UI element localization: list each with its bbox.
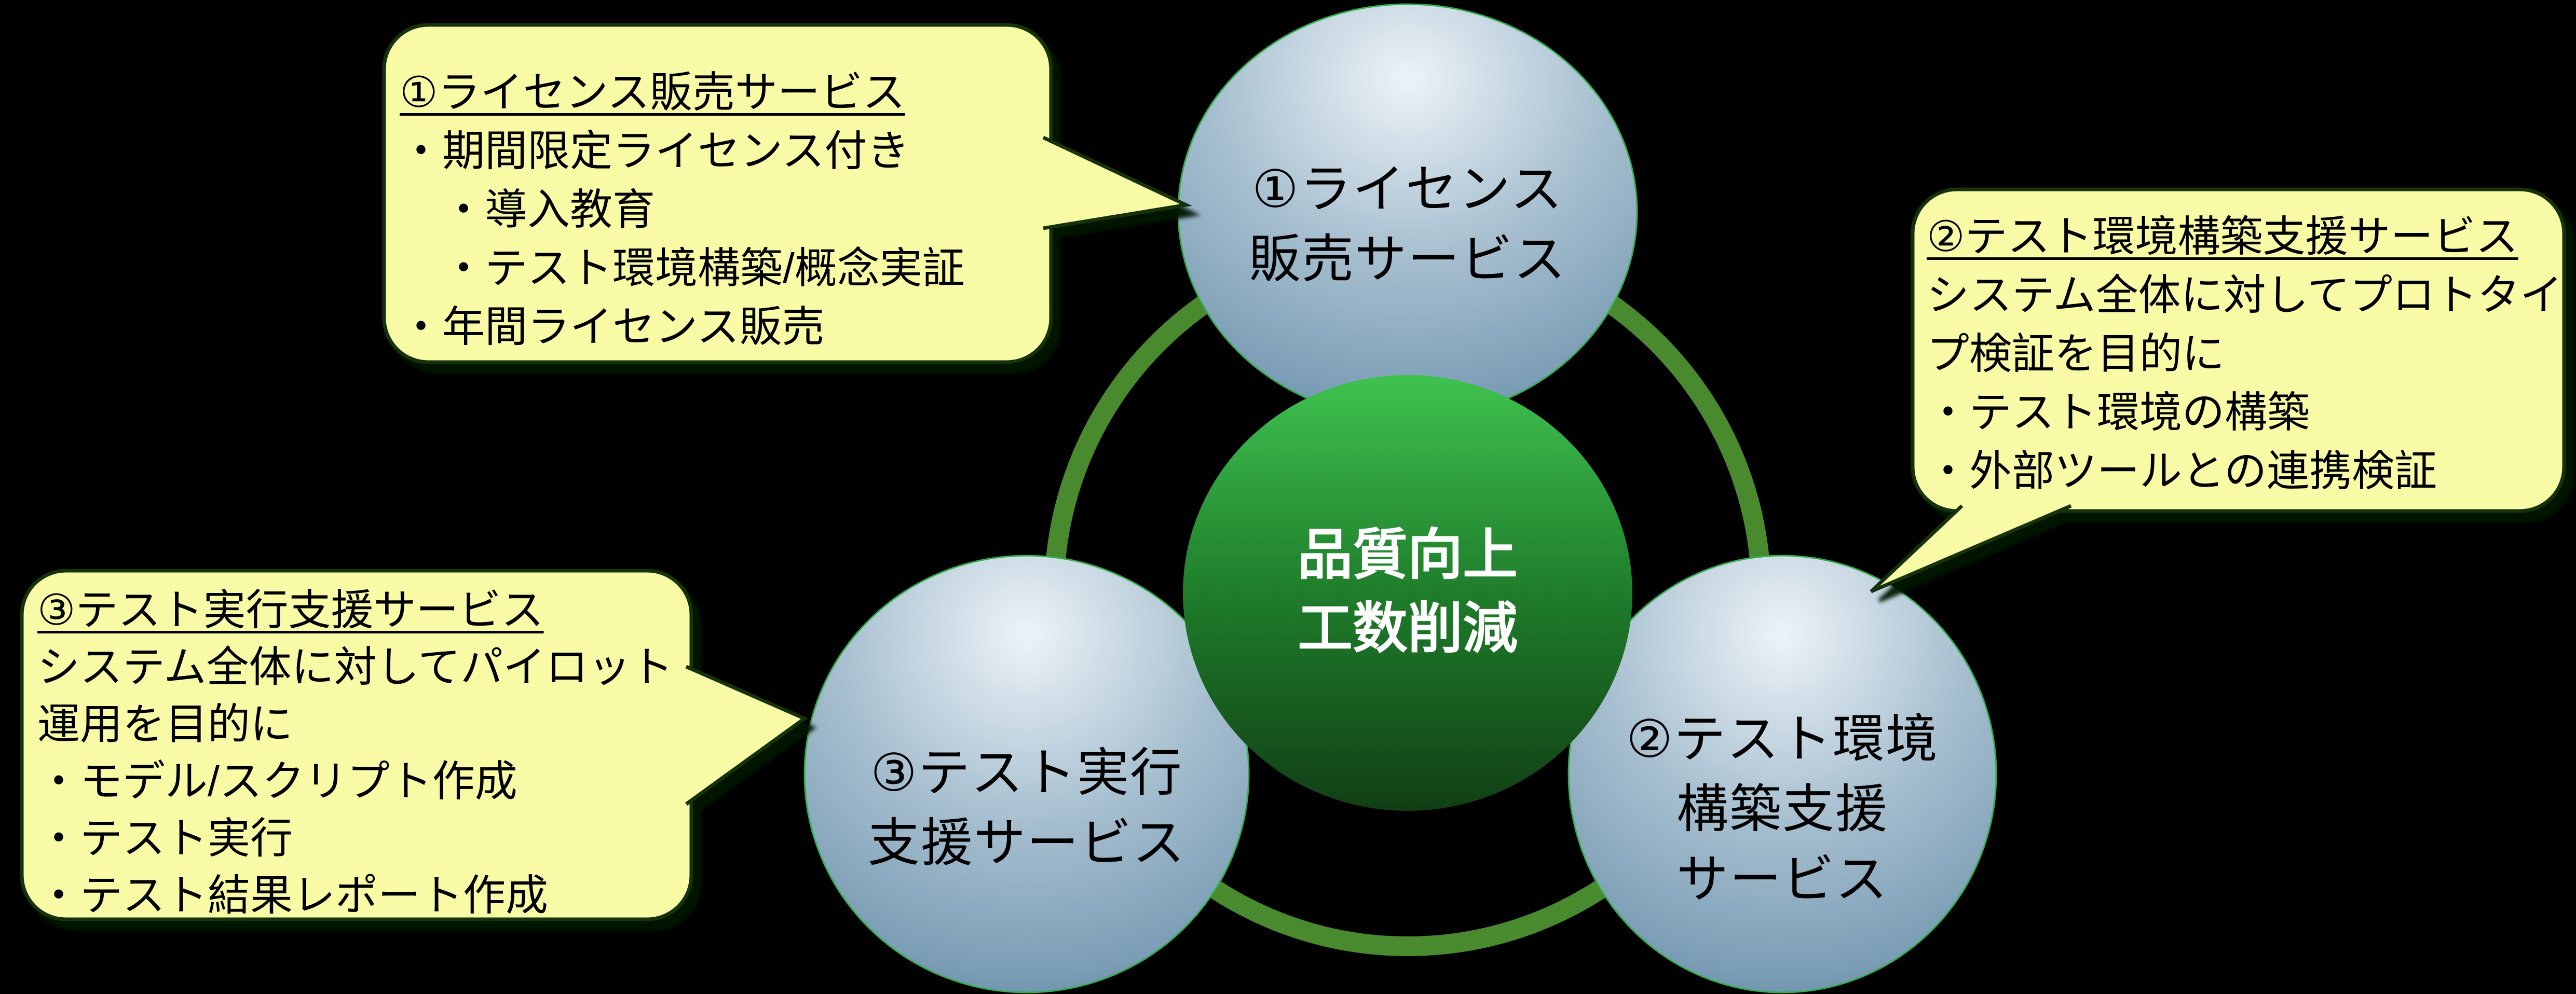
sphere-label-line: 支援サービス — [868, 814, 1185, 872]
sphere-test-env-support-label: ②テスト環境 構築支援 サービス — [1471, 705, 2094, 915]
callout-2-box — [1911, 187, 2566, 513]
callout-3-heading: ③テスト実行支援サービス — [37, 587, 544, 634]
goal-circle — [1183, 375, 1632, 811]
callout-1-heading: ①ライセンス販売サービス — [400, 69, 905, 116]
callout-2-text: ②テスト環境構築支援サービス システム全体に対してプロトタイ プ検証を目的に ・… — [1927, 208, 2563, 501]
callout-1-line: ・テスト環境構築/概念実証 — [400, 245, 965, 292]
sphere-label-line: 販売サービス — [1249, 230, 1566, 288]
callout-3-line: ・テスト結果レポート作成 — [37, 872, 549, 919]
sphere-test-exec-support — [803, 555, 1250, 993]
callout-2-heading: ②テスト環境構築支援サービス — [1927, 213, 2518, 260]
sphere-label-line: サービス — [1677, 850, 1888, 908]
callout-1-shape — [382, 23, 1192, 364]
sphere-label-line: ③テスト実行 — [870, 744, 1183, 802]
callout-3-tail — [664, 667, 805, 804]
callout-1-line: ・期間限定ライセンス付き — [400, 128, 910, 175]
callout-2-shape — [1870, 187, 2566, 593]
sphere-test-exec-support-label: ③テスト実行 支援サービス — [715, 738, 1338, 878]
goal-label-line: 工数削減 — [1298, 598, 1518, 659]
callout-2-line: システム全体に対してプロトタイ — [1927, 272, 2563, 319]
callout-3-line: ・テスト実行 — [37, 815, 293, 862]
callout-2-tail — [1871, 485, 2071, 591]
callout-1-line: ・年間ライセンス販売 — [400, 303, 825, 351]
callout-3-shape — [20, 569, 809, 921]
callout-2-line: ・テスト環境の構築 — [1927, 389, 2310, 436]
callout-3-text: ③テスト実行支援サービス システム全体に対してパイロット 運用を目的に ・モデル… — [37, 582, 676, 924]
callout-1-text: ①ライセンス販売サービス ・期間限定ライセンス付き ・導入教育 ・テスト環境構築… — [400, 63, 1035, 356]
sphere-test-env-support — [1568, 555, 1997, 993]
sphere-license-sales-label: ①ライセンス 販売サービス — [1096, 155, 1719, 295]
callout-3-line: 運用を目的に — [37, 701, 293, 748]
callout-1-tail — [1021, 137, 1186, 228]
callout-1-line: ・導入教育 — [400, 186, 656, 233]
callout-3-line: ・モデル/スクリプト作成 — [37, 758, 517, 805]
sphere-label-line: ②テスト環境 — [1626, 710, 1939, 768]
sphere-label-line: ①ライセンス — [1252, 160, 1563, 218]
sphere-label-line: 構築支援 — [1677, 780, 1888, 838]
callout-3-line: システム全体に対してパイロット — [37, 644, 674, 691]
goal-label-line: 品質向上 — [1298, 524, 1518, 586]
goal-label: 品質向上 工数削減 — [1096, 518, 1719, 666]
callout-2-line: ・外部ツールとの連携検証 — [1927, 448, 2437, 495]
callout-2-line: プ検証を目的に — [1927, 330, 2225, 378]
